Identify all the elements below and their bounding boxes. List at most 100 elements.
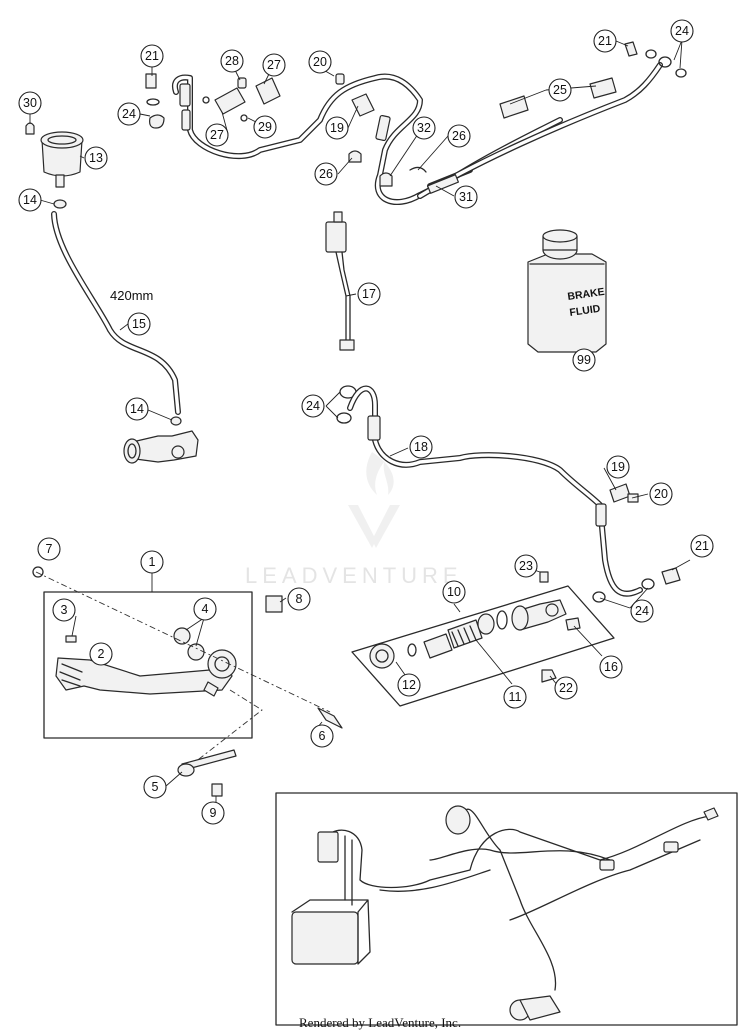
svg-text:9: 9 <box>210 806 217 820</box>
svg-text:24: 24 <box>122 107 136 121</box>
callout-21[interactable]: 21 <box>140 44 164 68</box>
svg-text:13: 13 <box>89 151 103 165</box>
can-label-brake: BRAKE <box>567 286 606 303</box>
callout-1[interactable]: 1 <box>140 550 164 574</box>
callout-26[interactable]: 26 <box>447 124 471 148</box>
callout-4[interactable]: 4 <box>193 597 217 621</box>
callout-9[interactable]: 9 <box>201 801 225 825</box>
svg-text:5: 5 <box>152 780 159 794</box>
callout-3[interactable]: 3 <box>52 598 76 622</box>
clevis-5 <box>177 763 195 777</box>
svg-text:24: 24 <box>306 399 320 413</box>
svg-text:14: 14 <box>130 402 144 416</box>
svg-text:99: 99 <box>577 353 591 367</box>
callout-24[interactable]: 24 <box>670 19 694 43</box>
svg-text:21: 21 <box>695 539 709 553</box>
callout-21[interactable]: 21 <box>690 534 714 558</box>
svg-text:30: 30 <box>23 96 37 110</box>
callout-20[interactable]: 20 <box>308 50 332 74</box>
callout-2[interactable]: 2 <box>89 642 113 666</box>
callout-24[interactable]: 24 <box>301 394 325 418</box>
callout-12[interactable]: 12 <box>397 673 421 697</box>
can-label-fluid: FLUID <box>569 303 602 319</box>
callout-19[interactable]: 19 <box>606 455 630 479</box>
callout-99[interactable]: 99 <box>572 348 596 372</box>
svg-text:4: 4 <box>202 602 209 616</box>
callout-7[interactable]: 7 <box>37 537 61 561</box>
svg-text:27: 27 <box>210 128 224 142</box>
callout-29[interactable]: 29 <box>253 115 277 139</box>
callout-23[interactable]: 23 <box>514 554 538 578</box>
bolt-9 <box>211 783 223 797</box>
svg-text:2: 2 <box>98 647 105 661</box>
callout-24[interactable]: 24 <box>630 599 654 623</box>
callout-24[interactable]: 24 <box>117 102 141 126</box>
svg-text:16: 16 <box>604 660 618 674</box>
callout-8[interactable]: 8 <box>287 587 311 611</box>
svg-text:28: 28 <box>225 54 239 68</box>
callout-10[interactable]: 10 <box>442 580 466 604</box>
svg-text:26: 26 <box>452 129 466 143</box>
svg-text:19: 19 <box>330 121 344 135</box>
callout-32[interactable]: 32 <box>412 116 436 140</box>
pedal-assembly <box>43 570 253 739</box>
svg-text:12: 12 <box>402 678 416 692</box>
lower-brake-line <box>336 385 681 603</box>
svg-text:32: 32 <box>417 121 431 135</box>
callout-25[interactable]: 25 <box>548 78 572 102</box>
svg-text:31: 31 <box>459 190 473 204</box>
callout-27[interactable]: 27 <box>205 123 229 147</box>
svg-text:6: 6 <box>319 729 326 743</box>
callout-15[interactable]: 15 <box>127 312 151 336</box>
svg-text:24: 24 <box>635 604 649 618</box>
right-upper-line <box>417 41 687 199</box>
svg-text:26: 26 <box>319 167 333 181</box>
svg-text:15: 15 <box>132 317 146 331</box>
speed-sensor <box>325 211 355 351</box>
svg-text:17: 17 <box>362 287 376 301</box>
svg-text:1: 1 <box>149 555 156 569</box>
svg-text:3: 3 <box>61 603 68 617</box>
svg-text:7: 7 <box>46 542 53 556</box>
callout-6[interactable]: 6 <box>310 724 334 748</box>
svg-text:21: 21 <box>145 49 159 63</box>
svg-text:11: 11 <box>509 690 522 704</box>
hose-length-label: 420mm <box>110 288 153 303</box>
callout-14[interactable]: 14 <box>125 397 149 421</box>
callout-11[interactable]: 11 <box>503 685 527 709</box>
callout-22[interactable]: 22 <box>554 676 578 700</box>
callout-16[interactable]: 16 <box>599 655 623 679</box>
watermark-text: LEADVENTURE <box>245 563 463 588</box>
master-cylinder-kit <box>351 571 615 707</box>
callout-31[interactable]: 31 <box>454 185 478 209</box>
callout-20[interactable]: 20 <box>649 482 673 506</box>
svg-text:22: 22 <box>559 681 573 695</box>
spring-8 <box>265 595 283 613</box>
callout-28[interactable]: 28 <box>220 49 244 73</box>
svg-text:25: 25 <box>553 83 567 97</box>
axis-line-spring <box>189 689 263 767</box>
callout-21[interactable]: 21 <box>593 29 617 53</box>
watermark-logo <box>348 452 400 548</box>
callout-18[interactable]: 18 <box>409 435 433 459</box>
svg-text:24: 24 <box>675 24 689 38</box>
callout-5[interactable]: 5 <box>143 775 167 799</box>
callout-26[interactable]: 26 <box>314 162 338 186</box>
callout-17[interactable]: 17 <box>357 282 381 306</box>
svg-text:8: 8 <box>296 592 303 606</box>
callout-19[interactable]: 19 <box>325 116 349 140</box>
overview-inset <box>275 792 738 1026</box>
svg-text:29: 29 <box>258 120 272 134</box>
axis-line-pedal <box>35 571 331 713</box>
callout-27[interactable]: 27 <box>262 53 286 77</box>
svg-text:20: 20 <box>313 55 327 69</box>
svg-text:21: 21 <box>598 34 612 48</box>
callout-13[interactable]: 13 <box>84 146 108 170</box>
reservoir-assembly <box>25 122 199 464</box>
callout-30[interactable]: 30 <box>18 91 42 115</box>
svg-text:10: 10 <box>447 585 461 599</box>
callout-14[interactable]: 14 <box>18 188 42 212</box>
svg-text:23: 23 <box>519 559 533 573</box>
brake-fluid-can: BRAKE FLUID <box>527 229 607 353</box>
